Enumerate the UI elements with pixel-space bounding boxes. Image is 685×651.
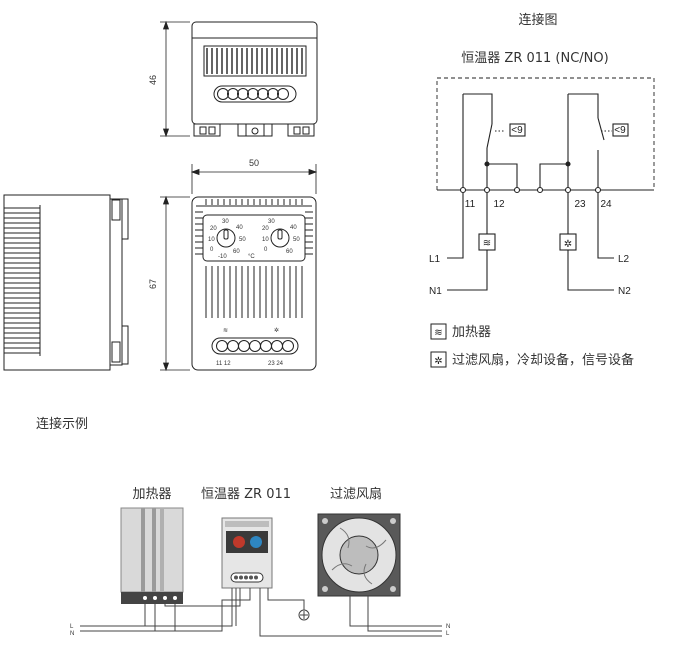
svg-text:10: 10 [262,237,269,243]
switch-symbol-left: <9 [511,125,523,136]
dimension-67 [160,195,190,372]
example-title: 连接示例 [36,416,88,432]
front-fan-icon: ✲ [274,327,279,334]
example-fan-device [317,513,401,597]
svg-text:40: 40 [236,225,243,231]
svg-text:10: 10 [208,237,215,243]
svg-text:50: 50 [293,237,300,243]
switch-symbol-right: <9 [614,125,626,136]
wiring-title: 连接图 [518,12,557,28]
wiring-heater-icon: ≋ [483,238,491,249]
example-right-l-label: L [446,631,450,637]
legend: ≋ 加热器 ✲ 过滤风扇，冷却设备，信号设备 [430,323,634,368]
svg-text:0: 0 [264,247,268,253]
front-terminal-label-left: 11 12 [216,361,231,367]
svg-text:60: 60 [233,249,240,255]
line-n1-label: N1 [429,286,442,297]
dimension-46 [160,20,190,138]
front-heater-icon: ≋ [223,328,228,334]
top-view-drawing [191,21,318,137]
svg-text:60: 60 [286,249,293,255]
wiring-fan-icon: ✲ [564,239,572,250]
example-thermostat-device [221,517,273,589]
terminal-label-11: 11 [465,199,476,210]
wiring-diagram [436,77,655,291]
svg-text:30: 30 [268,219,275,225]
dimension-50 [190,164,318,194]
legend-heater-text: 加热器 [452,325,491,340]
example-fan-label: 过滤风扇 [330,486,382,502]
svg-text:≋: ≋ [434,328,442,339]
wiring-subtitle: 恒温器 ZR 011 (NC/NO) [461,51,608,66]
terminal-label-12: 12 [493,199,505,210]
example-heater-label: 加热器 [132,487,171,502]
example-left-n-label: N [70,631,74,637]
svg-text:20: 20 [262,226,269,232]
svg-text:°C: °C [248,254,255,260]
svg-text:50: 50 [239,237,246,243]
dial-scales: 30 40 50 60 20 10 0 -10 30 40 50 60 20 1… [208,219,300,260]
dim-height-top-label: 46 [148,75,158,85]
svg-text:✲: ✲ [434,356,442,367]
example-heater-device [120,507,184,604]
svg-text:40: 40 [290,225,297,231]
legend-fan-text: 过滤风扇，冷却设备，信号设备 [452,352,634,368]
dim-height-front-label: 67 [148,279,158,289]
legend-heater-icon [430,323,447,340]
side-view-drawing [3,194,129,371]
terminal-label-24: 24 [600,199,612,210]
example-left-l-label: L [70,624,74,630]
svg-text:-10: -10 [218,254,227,260]
dim-width-label: 50 [249,158,259,168]
front-terminal-label-right: 23 24 [268,361,284,367]
svg-text:30: 30 [222,219,229,225]
line-l1-label: L1 [429,254,441,265]
terminal-label-23: 23 [574,199,586,210]
example-wiring [80,588,442,637]
example-thermostat-label: 恒温器 ZR 011 [201,487,291,502]
line-n2-label: N2 [618,286,631,297]
example-right-n-label: N [446,624,450,630]
svg-text:20: 20 [210,226,217,232]
front-view-drawing [191,196,317,371]
line-l2-label: L2 [618,254,630,265]
legend-fan-icon [430,351,447,368]
svg-text:0: 0 [210,247,214,253]
